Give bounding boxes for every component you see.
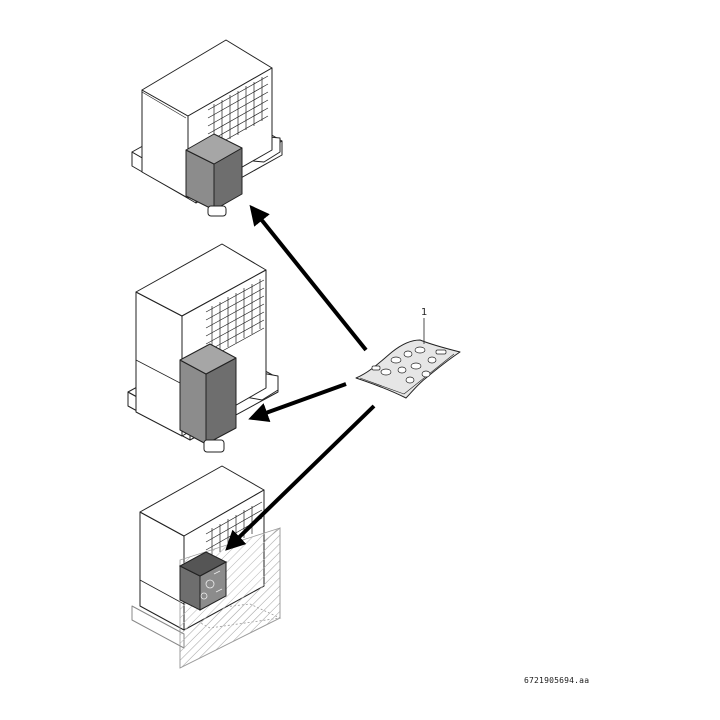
- arrow-to-top-unit: [249, 204, 368, 352]
- arrow-to-middle-unit: [248, 382, 347, 422]
- hydro-module-icon: [178, 551, 228, 611]
- accessory-bag-icon: [355, 339, 461, 399]
- callout-label: 1: [421, 307, 427, 318]
- heat-pump-unit-icon: [127, 243, 279, 453]
- heat-pump-unit-icon: [131, 39, 283, 217]
- document-number: 6721905694.aa: [524, 676, 590, 685]
- arrow-to-wall-unit: [225, 404, 376, 551]
- arrow-icon: [225, 204, 376, 551]
